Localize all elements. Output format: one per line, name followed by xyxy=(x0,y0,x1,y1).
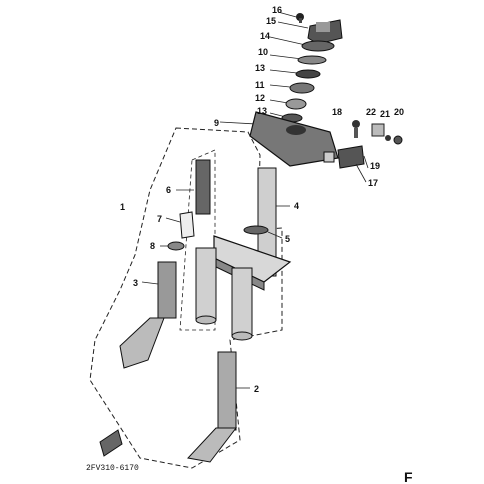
handlebar-holder-parts xyxy=(323,120,403,183)
left-fork-internals xyxy=(119,159,211,369)
bolt-part-16 xyxy=(277,11,304,23)
callout-21: 21 xyxy=(380,109,390,119)
callout-16: 16 xyxy=(272,5,282,15)
callout-11: 11 xyxy=(255,80,265,90)
callout-18: 18 xyxy=(332,107,342,117)
callout-3: 3 xyxy=(133,278,138,288)
callout-19: 19 xyxy=(370,161,380,171)
dashed-assembly-outline xyxy=(89,127,283,469)
right-fork-slider-part-2 xyxy=(187,351,250,463)
callout-13: 13 xyxy=(255,63,265,73)
callout-22: 22 xyxy=(366,107,376,117)
washer-part-5 xyxy=(243,225,283,239)
callout-1: 1 xyxy=(120,202,125,212)
callout-15: 15 xyxy=(266,16,276,26)
callout-17: 17 xyxy=(368,178,378,188)
lower-bracket-and-fork-tubes xyxy=(195,235,292,341)
steering-stem-part-4 xyxy=(257,167,290,277)
stem-top-cap-part-15 xyxy=(277,19,343,45)
callout-10: 10 xyxy=(258,47,268,57)
callout-9: 9 xyxy=(214,118,219,128)
callout-7: 7 xyxy=(157,214,162,224)
upper-bracket-part-9 xyxy=(219,111,339,167)
callout-13-lower: 13 xyxy=(257,106,267,116)
callout-6: 6 xyxy=(166,185,171,195)
callout-20: 20 xyxy=(394,107,404,117)
callout-5: 5 xyxy=(285,234,290,244)
callout-12: 12 xyxy=(255,93,265,103)
manufacturer-tag-icon xyxy=(99,429,123,457)
callout-8: 8 xyxy=(150,241,155,251)
callout-14: 14 xyxy=(260,31,270,41)
bearing-stack xyxy=(269,36,335,123)
callout-4: 4 xyxy=(294,201,299,211)
part-code-label: 2FV310-6170 xyxy=(86,464,139,473)
callout-2: 2 xyxy=(254,384,259,394)
dashed-fork-leg-outline xyxy=(179,149,216,331)
corner-mark: F xyxy=(404,469,413,484)
